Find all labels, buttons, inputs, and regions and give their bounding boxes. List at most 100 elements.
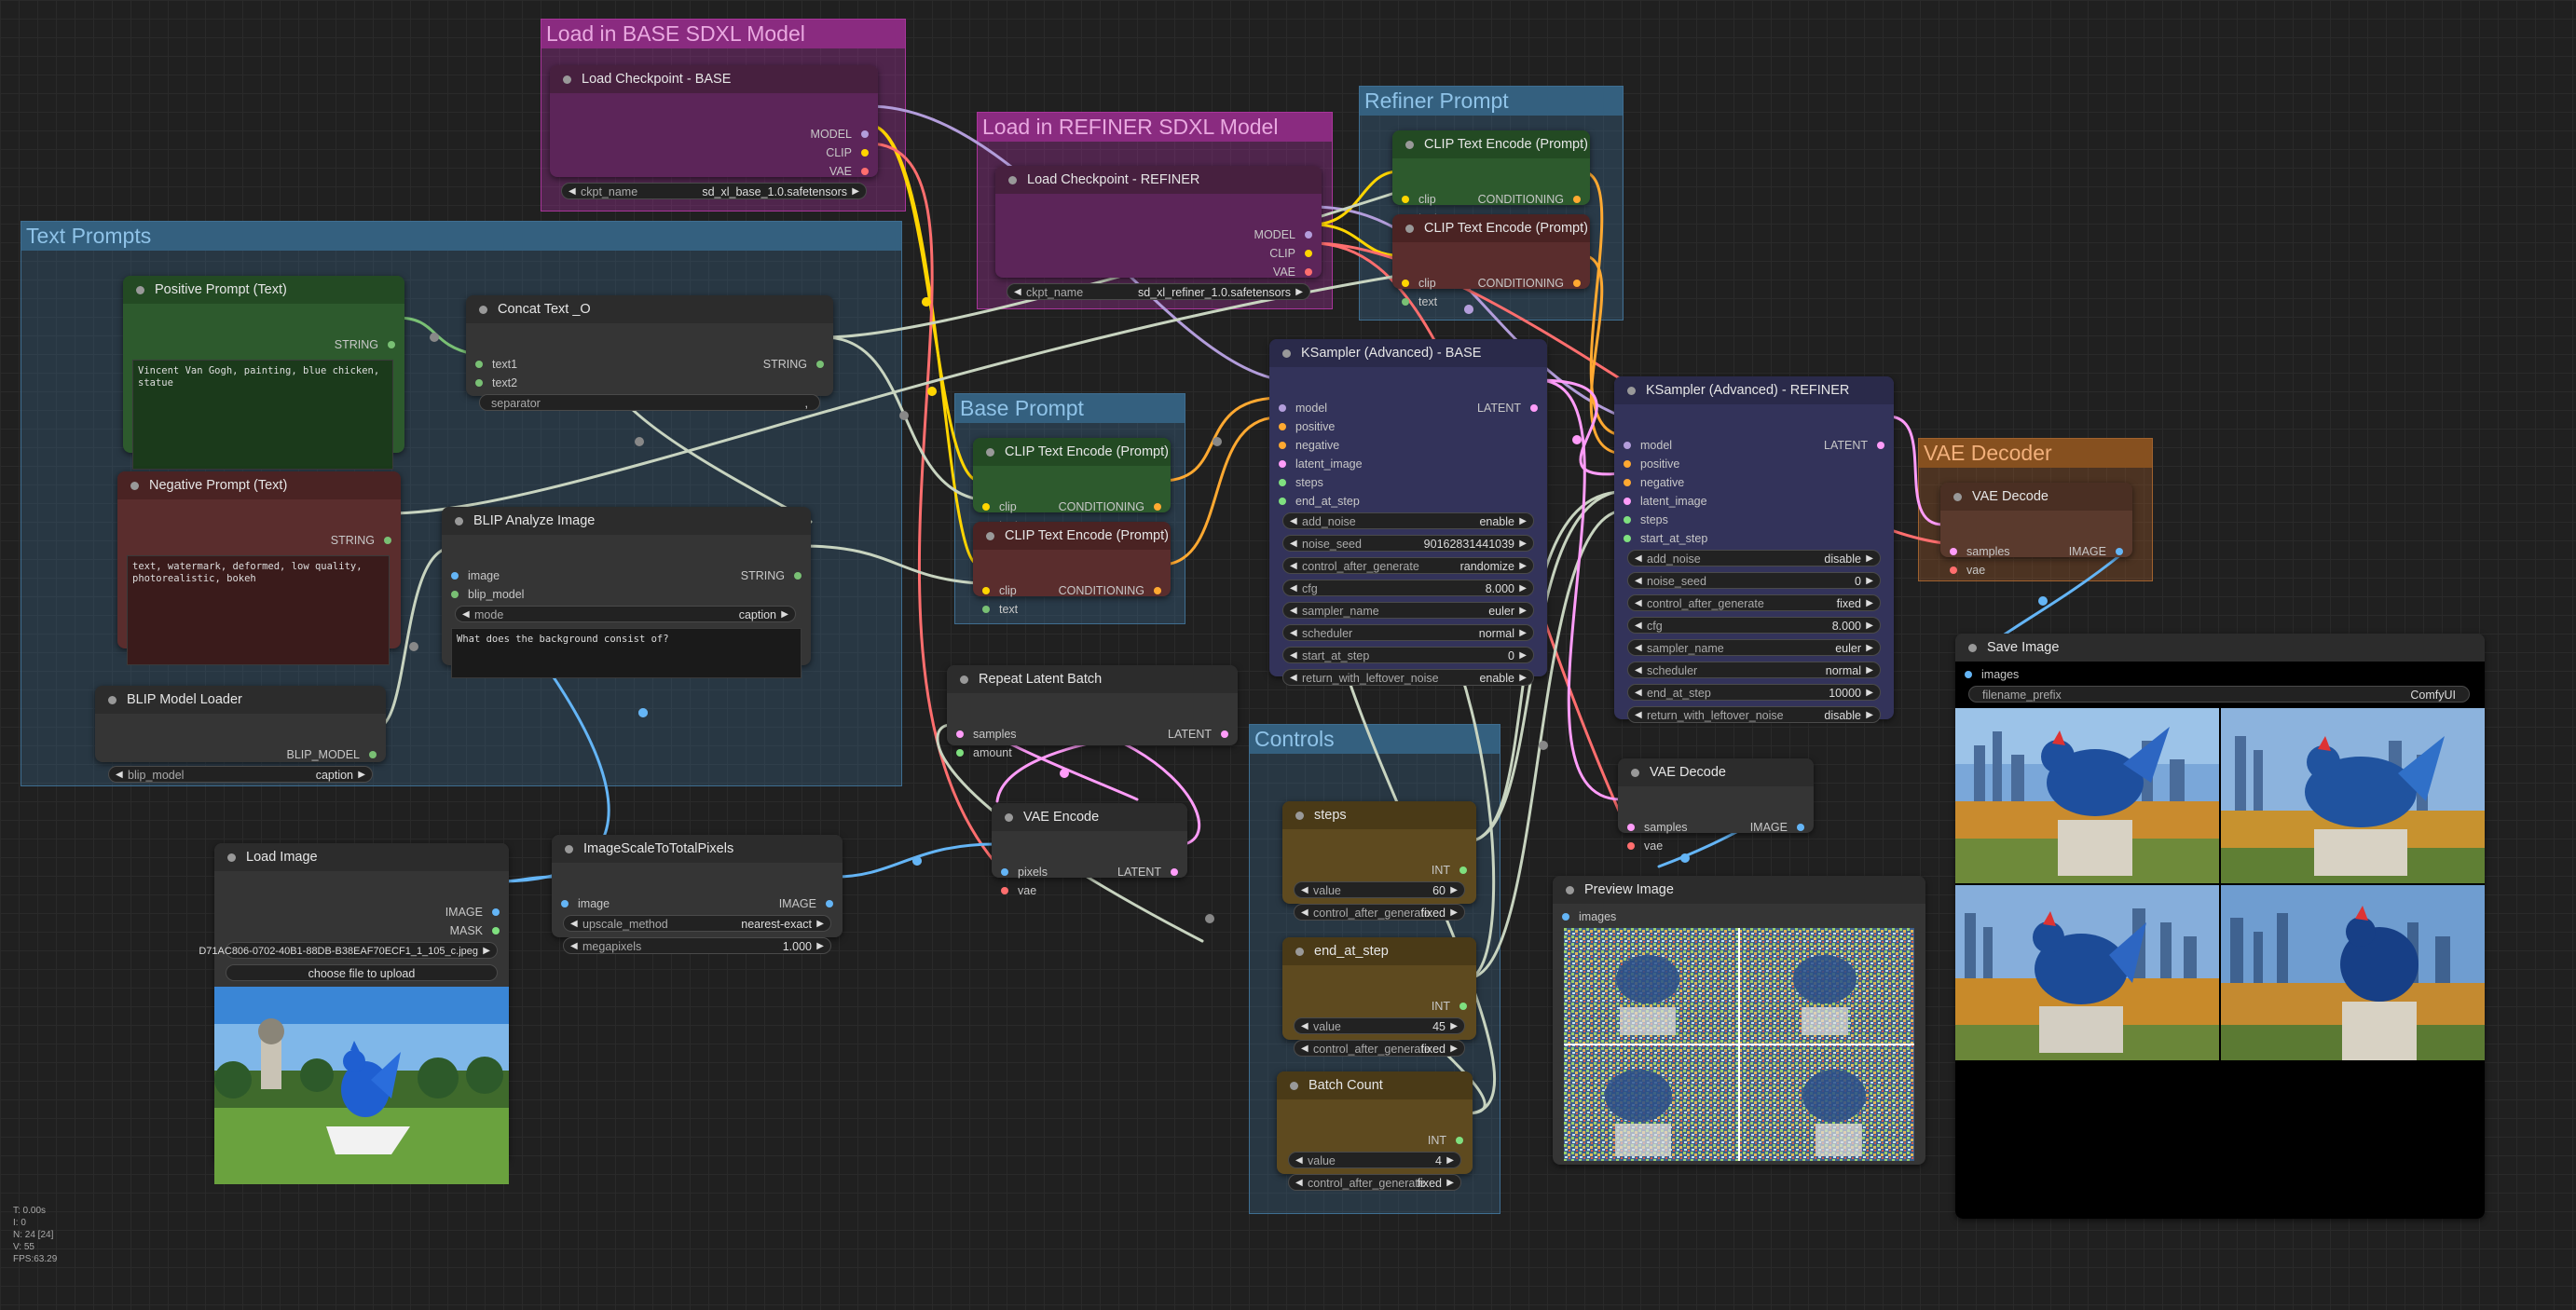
output-conditioning[interactable]: CONDITIONING (1059, 499, 1171, 514)
arrow-left-icon[interactable]: ◀ (1301, 885, 1309, 895)
socket-dot[interactable] (956, 730, 964, 738)
socket-dot[interactable] (1402, 196, 1409, 203)
node-ksampler-base[interactable]: KSampler (Advanced) - BASE model positiv… (1269, 339, 1547, 686)
node-clip-text-encode-base-positive[interactable]: CLIP Text Encode (Prompt) clip text COND… (973, 438, 1171, 532)
preview-images-grid[interactable] (1564, 928, 1914, 1161)
prompt-textarea[interactable]: text, watermark, deformed, low quality, … (127, 555, 390, 665)
input-model[interactable]: model (1614, 438, 1672, 453)
output-clip[interactable]: CLIP (1269, 246, 1322, 261)
arrow-left-icon[interactable]: ◀ (570, 941, 578, 951)
output-latent[interactable]: LATENT (1824, 438, 1894, 453)
output-int[interactable]: INT (1428, 1133, 1473, 1148)
socket-dot[interactable] (1279, 442, 1286, 449)
output-int[interactable]: INT (1432, 863, 1476, 878)
socket-dot[interactable] (1624, 535, 1631, 542)
input-positive[interactable]: positive (1614, 457, 1679, 471)
socket-dot[interactable] (1627, 824, 1635, 831)
socket-dot[interactable] (1627, 842, 1635, 850)
arrow-right-icon[interactable]: ▶ (1519, 673, 1527, 683)
arrow-left-icon[interactable]: ◀ (1301, 1021, 1309, 1031)
input-clip[interactable]: clip (973, 499, 1017, 514)
input-image[interactable]: image (552, 896, 610, 911)
socket-dot[interactable] (1562, 913, 1569, 921)
node-image-scale-to-total-pixels[interactable]: ImageScaleToTotalPixels image IMAGE ◀ups… (552, 835, 843, 954)
input-samples[interactable]: samples (1618, 820, 1688, 835)
socket-dot[interactable] (1305, 250, 1312, 257)
socket-dot[interactable] (1279, 460, 1286, 468)
arrow-left-icon[interactable]: ◀ (1635, 665, 1642, 675)
arrow-left-icon[interactable]: ◀ (1635, 621, 1642, 631)
socket-dot[interactable] (492, 908, 500, 916)
input-vae[interactable]: vae (992, 883, 1036, 898)
socket-dot[interactable] (1154, 587, 1161, 594)
input-negative[interactable]: negative (1614, 475, 1684, 490)
socket-dot[interactable] (475, 379, 483, 387)
socket-dot[interactable] (1279, 423, 1286, 430)
socket-dot[interactable] (982, 587, 990, 594)
arrow-right-icon[interactable]: ▶ (816, 919, 824, 929)
node-preview-image[interactable]: Preview Image images (1553, 876, 1925, 1165)
arrow-right-icon[interactable]: ▶ (1866, 576, 1873, 586)
output-image[interactable]: IMAGE (2069, 544, 2132, 559)
socket-dot[interactable] (1624, 498, 1631, 505)
node-blip-analyze-image[interactable]: BLIP Analyze Image image blip_model STRI… (442, 507, 811, 678)
separator-field[interactable]: separator, (479, 394, 820, 411)
arrow-right-icon[interactable]: ▶ (1519, 539, 1527, 549)
arrow-right-icon[interactable]: ▶ (1450, 907, 1458, 918)
socket-dot[interactable] (1797, 824, 1804, 831)
choose-file-upload-button[interactable]: choose file to upload (226, 964, 498, 981)
node-vae-decode-base[interactable]: VAE Decode samples vae IMAGE (1618, 758, 1814, 853)
arrow-right-icon[interactable]: ▶ (1450, 1021, 1458, 1031)
output-image[interactable]: IMAGE (779, 896, 843, 911)
socket-dot[interactable] (451, 591, 459, 598)
node-vae-encode[interactable]: VAE Encode pixels vae LATENT (992, 803, 1187, 897)
socket-dot[interactable] (982, 503, 990, 511)
socket-dot[interactable] (1950, 566, 1957, 574)
input-samples[interactable]: samples (1940, 544, 2010, 559)
arrow-left-icon[interactable]: ◀ (1290, 628, 1297, 638)
arrow-left-icon[interactable]: ◀ (1635, 710, 1642, 720)
node-vae-decode-refiner[interactable]: VAE Decode samples vae IMAGE (1940, 483, 2132, 577)
socket-dot[interactable] (384, 537, 391, 544)
input-blip-model[interactable]: blip_model (442, 587, 524, 602)
arrow-right-icon[interactable]: ▶ (1866, 643, 1873, 653)
socket-dot[interactable] (982, 606, 990, 613)
output-string[interactable]: STRING (763, 357, 833, 372)
socket-dot[interactable] (369, 751, 377, 758)
socket-dot[interactable] (1459, 1003, 1467, 1010)
input-steps[interactable]: steps (1614, 512, 1668, 527)
node-ksampler-refiner[interactable]: KSampler (Advanced) - REFINER model posi… (1614, 376, 1894, 723)
node-load-checkpoint-base[interactable]: Load Checkpoint - BASE MODEL CLIP VAE ◀c… (550, 65, 878, 199)
output-image[interactable]: IMAGE (445, 905, 509, 920)
arrow-left-icon[interactable]: ◀ (1290, 561, 1297, 571)
arrow-right-icon[interactable]: ▶ (1295, 287, 1303, 297)
output-latent[interactable]: LATENT (1117, 865, 1187, 880)
arrow-left-icon[interactable]: ◀ (462, 609, 470, 620)
node-positive-prompt[interactable]: Positive Prompt (Text) STRING Vincent Va… (123, 276, 404, 470)
socket-dot[interactable] (861, 168, 869, 175)
input-latent-image[interactable]: latent_image (1269, 457, 1363, 471)
saved-images-grid[interactable] (1955, 708, 2485, 1060)
node-load-checkpoint-refiner[interactable]: Load Checkpoint - REFINER MODEL CLIP VAE… (995, 166, 1322, 300)
socket-dot[interactable] (1965, 671, 1972, 678)
arrow-left-icon[interactable]: ◀ (570, 919, 578, 929)
node-negative-prompt[interactable]: Negative Prompt (Text) STRING text, wate… (117, 471, 401, 665)
arrow-left-icon[interactable]: ◀ (1635, 688, 1642, 698)
arrow-right-icon[interactable]: ▶ (1866, 688, 1873, 698)
socket-dot[interactable] (1530, 404, 1538, 412)
input-negative[interactable]: negative (1269, 438, 1339, 453)
arrow-left-icon[interactable]: ◀ (116, 770, 123, 780)
